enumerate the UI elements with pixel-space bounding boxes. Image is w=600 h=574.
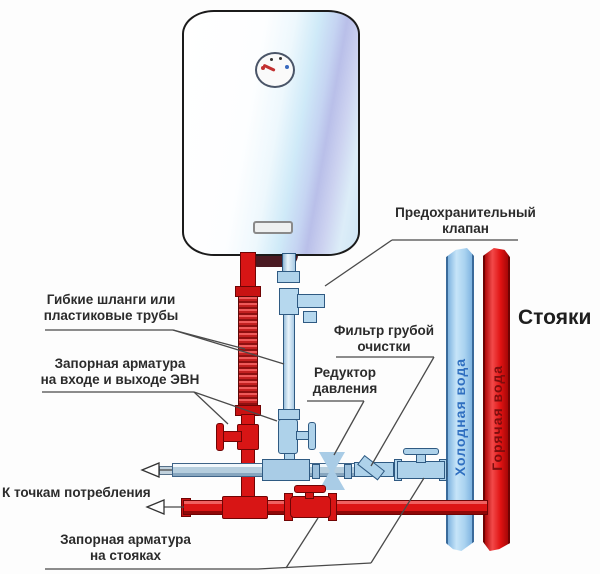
leader-shutoff-riser-blue [370,477,425,564]
safety-valve-drain [303,311,317,323]
callout-safety-valve-line2: клапан [442,221,489,237]
gauge-hot-mark [261,66,265,70]
callout-coarse-filter-line2: очистки [357,339,411,355]
gauge-cold-mark [285,65,289,69]
callout-safety-valve-line1: Предохранительный [395,205,536,220]
leader-flexible-hose-blue [172,329,285,365]
callout-shutoff-heater: Запорная арматура на входе и выходе ЭВН [30,356,210,388]
gauge-tick [270,58,273,61]
callout-flexible-hoses: Гибкие шланги или пластиковые трубы [38,292,184,324]
gauge-tick [279,57,282,60]
hot-flow-arrow-icon [145,499,165,515]
safety-valve-arm [297,294,325,308]
callout-consumption-points: К точкам потребления [2,485,167,501]
cold-line-tee [262,459,310,481]
leader-safety-valve [324,239,393,287]
callout-pressure-reducer-line2: давления [312,381,378,397]
callout-safety-valve: Предохранительный клапан [383,205,548,237]
callout-shutoff-risers: Запорная арматура на стояках [38,532,213,564]
callout-shutoff-heater-line2: на входе и выходе ЭВН [40,372,200,388]
leader-shutoff-blue-valve [193,391,278,422]
callout-pressure-reducer-line1: Редуктор [313,365,377,380]
hot-shutoff-valve-handle [216,423,224,451]
hot-riser-shutoff-valve-handle [294,485,326,493]
callout-pressure-reducer: Редуктор давления [300,365,390,397]
hot-line-tee [222,496,268,519]
leader-shutoff-red-valve [193,391,229,425]
callout-shutoff-heater-line1: Запорная арматура [54,356,186,371]
heater-nameplate [253,221,293,234]
leader-coarse-filter [370,356,435,467]
cold-riser-shutoff-valve-handle [403,448,439,455]
callout-flexible-hoses-line1: Гибкие шланги или [46,292,176,307]
risers-title: Стояки [518,306,592,329]
leader-shutoff-riser-red [285,517,319,569]
callout-coarse-filter-line1: Фильтр грубой [333,323,435,338]
callout-shutoff-risers-line2: на стояках [89,548,162,564]
underline-shutoff-risers [45,562,372,570]
cold-inlet-nut [277,271,300,283]
callout-flexible-hoses-line2: пластиковые трубы [43,308,179,324]
callout-coarse-filter: Фильтр грубой очистки [328,323,440,355]
callout-consumption-points-text: К точкам потребления [2,485,151,500]
reducer-nut-left [312,464,320,479]
callout-shutoff-risers-line1: Запорная арматура [60,532,191,547]
leader-pressure-reducer [333,400,365,456]
temperature-gauge-icon [255,52,295,88]
cold-flow-arrow-icon [140,462,160,478]
cold-shutoff-valve-handle [308,422,316,450]
water-heater-tank [182,10,360,256]
reducer-nut-right [344,464,352,479]
